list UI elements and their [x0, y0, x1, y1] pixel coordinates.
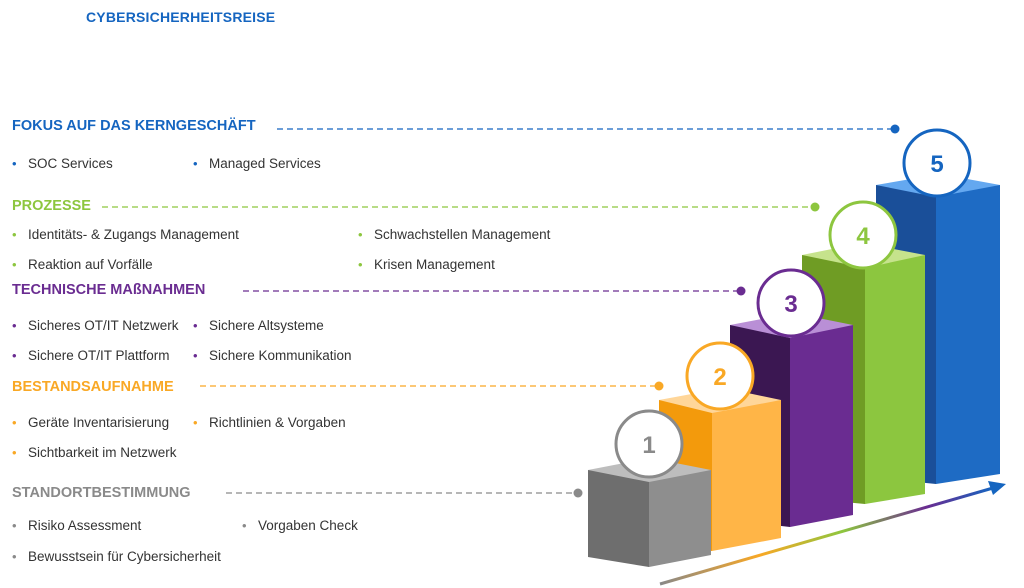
bullet-icon: •: [12, 445, 17, 460]
connector-2: [200, 381, 664, 391]
connector-dot: [573, 488, 583, 498]
step-4-badge: 4: [828, 200, 898, 270]
list-item: • Reaktion auf Vorfälle: [12, 257, 153, 272]
bullet-icon: •: [242, 518, 247, 533]
step-1-badge: 1: [614, 409, 684, 479]
list-item: • SOC Services: [12, 156, 113, 171]
bullet-icon: •: [193, 318, 198, 333]
list-item: • Identitäts- & Zugangs Management: [12, 227, 239, 242]
list-item-label: Richtlinien & Vorgaben: [209, 415, 346, 430]
bullet-icon: •: [358, 257, 363, 272]
list-item-label: Sicheres OT/IT Netzwerk: [28, 318, 179, 333]
list-item-label: Geräte Inventarisierung: [28, 415, 170, 430]
page-title: CYBERSICHERHEITSREISE: [86, 9, 276, 25]
list-item-label: SOC Services: [28, 156, 113, 171]
connector-4: [102, 202, 820, 212]
bullet-icon: •: [12, 415, 17, 430]
list-item: • Sichere OT/IT Plattform: [12, 348, 170, 363]
bullet-icon: •: [193, 348, 198, 363]
list-item-label: Sichere Kommunikation: [209, 348, 352, 363]
list-item: • Sichere Kommunikation: [193, 348, 352, 363]
list-item: • Sicheres OT/IT Netzwerk: [12, 318, 179, 333]
list-item-label: Bewusstsein für Cybersicherheit: [28, 549, 221, 564]
step-number: 5: [930, 151, 943, 178]
bullet-icon: •: [358, 227, 363, 242]
list-item: • Sichtbarkeit im Netzwerk: [12, 445, 177, 460]
step-number: 3: [784, 291, 797, 318]
bullet-icon: •: [12, 257, 17, 272]
list-item-label: Identitäts- & Zugangs Management: [28, 227, 239, 242]
list-item: • Managed Services: [193, 156, 321, 171]
list-item-label: Reaktion auf Vorfälle: [28, 257, 153, 272]
bullet-icon: •: [12, 348, 17, 363]
list-item-label: Vorgaben Check: [258, 518, 358, 533]
list-item-label: Sichere Altsysteme: [209, 318, 324, 333]
bullet-icon: •: [12, 549, 17, 564]
list-item-label: Sichere OT/IT Plattform: [28, 348, 170, 363]
bullet-icon: •: [12, 227, 17, 242]
list-item-label: Sichtbarkeit im Netzwerk: [28, 445, 177, 460]
list-item: • Richtlinien & Vorgaben: [193, 415, 346, 430]
bullet-icon: •: [193, 156, 198, 171]
list-item-label: Risiko Assessment: [28, 518, 142, 533]
connector-dot: [654, 381, 664, 391]
step-number: 2: [713, 364, 726, 391]
connector-3: [243, 286, 746, 296]
connector-1: [226, 488, 583, 498]
list-item-label: Schwachstellen Management: [374, 227, 551, 242]
section-heading: PROZESSE: [12, 198, 91, 214]
list-item: • Schwachstellen Management: [358, 227, 550, 242]
connector-dot: [810, 202, 820, 212]
list-item: • Bewusstsein für Cybersicherheit: [12, 549, 221, 564]
list-item: • Vorgaben Check: [242, 518, 358, 533]
step-number: 1: [642, 432, 655, 459]
list-item: • Sichere Altsysteme: [193, 318, 324, 333]
connector-dot: [736, 286, 746, 296]
list-item: • Geräte Inventarisierung: [12, 415, 169, 430]
connector-dot: [890, 124, 900, 134]
bullet-icon: •: [12, 156, 17, 171]
bullet-icon: •: [193, 415, 198, 430]
growth-arrow: [659, 481, 1006, 586]
step-3-badge: 3: [756, 268, 826, 338]
list-item-label: Managed Services: [209, 156, 321, 171]
list-item: • Krisen Management: [358, 257, 495, 272]
section-heading: TECHNISCHE MAßNAHMEN: [12, 282, 206, 298]
step-5-badge: 5: [902, 128, 972, 198]
step-2-badge: 2: [685, 341, 755, 411]
bullet-icon: •: [12, 318, 17, 333]
list-item: • Risiko Assessment: [12, 518, 141, 533]
connector-5: [277, 124, 900, 134]
section-heading: FOKUS AUF DAS KERNGESCHÄFT: [12, 118, 256, 134]
step-number: 4: [856, 223, 870, 250]
list-item-label: Krisen Management: [374, 257, 495, 272]
section-heading: BESTANDSAUFNAHME: [12, 379, 174, 395]
section-heading: STANDORTBESTIMMUNG: [12, 485, 191, 501]
bullet-icon: •: [12, 518, 17, 533]
